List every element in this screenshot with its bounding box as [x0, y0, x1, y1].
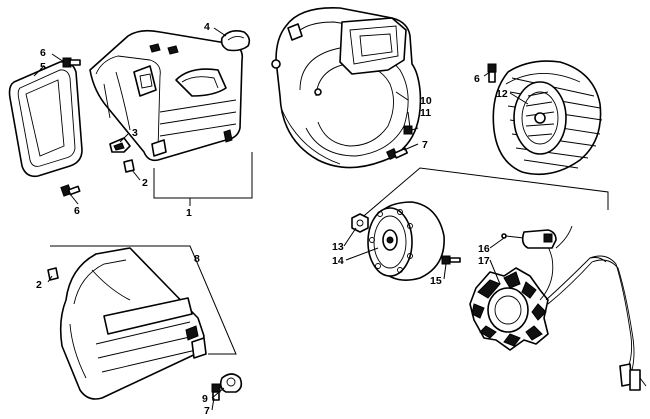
blower-housing — [271, 7, 422, 169]
nut-2-upper — [123, 159, 135, 173]
gasket — [8, 60, 83, 178]
clamp-9 — [219, 373, 243, 393]
screw-11 — [403, 125, 419, 135]
bracket-8 — [50, 245, 237, 355]
screw-7-lower — [211, 383, 221, 401]
callout-7-lower: 7 — [204, 405, 210, 417]
callout-12: 12 — [496, 88, 508, 100]
bracket-1 — [153, 152, 253, 199]
callout-6-fan: 6 — [474, 73, 480, 85]
fan — [492, 60, 603, 176]
callout-15: 15 — [430, 275, 442, 287]
lower-shroud — [59, 247, 207, 400]
callout-3: 3 — [132, 127, 138, 139]
clip-3 — [109, 137, 131, 153]
callout-14: 14 — [332, 255, 344, 267]
stator — [469, 237, 554, 351]
flywheel — [367, 201, 445, 281]
cap-4 — [220, 30, 251, 52]
leader-lines — [33, 27, 529, 411]
callout-2-lower: 2 — [36, 279, 42, 291]
callout-8: 8 — [194, 253, 200, 265]
callout-11: 11 — [420, 107, 431, 119]
callout-17: 17 — [478, 255, 490, 267]
upper-shroud — [89, 29, 244, 162]
nut-2-lower — [47, 267, 59, 281]
screw-6-fan — [487, 63, 497, 83]
screw-6-bottom — [60, 184, 81, 197]
nut-13 — [351, 213, 369, 233]
screw-6-top — [62, 57, 81, 68]
pickup-sensor — [501, 229, 557, 249]
callout-16: 16 — [478, 243, 490, 255]
bracket-fan — [351, 167, 609, 227]
callout-2-upper: 2 — [142, 177, 148, 189]
screw-7-blower — [386, 147, 408, 160]
callout-1: 1 — [186, 207, 192, 219]
callout-5: 5 — [40, 61, 46, 73]
callout-6-bottom: 6 — [74, 205, 80, 217]
callout-10: 10 — [420, 95, 432, 107]
screw-15 — [441, 255, 461, 265]
callout-7-blower: 7 — [422, 139, 428, 151]
wire-harness — [545, 225, 647, 391]
callout-4: 4 — [204, 21, 210, 33]
callout-13: 13 — [332, 241, 344, 253]
callout-6-top: 6 — [40, 47, 46, 59]
callout-9: 9 — [202, 393, 208, 405]
